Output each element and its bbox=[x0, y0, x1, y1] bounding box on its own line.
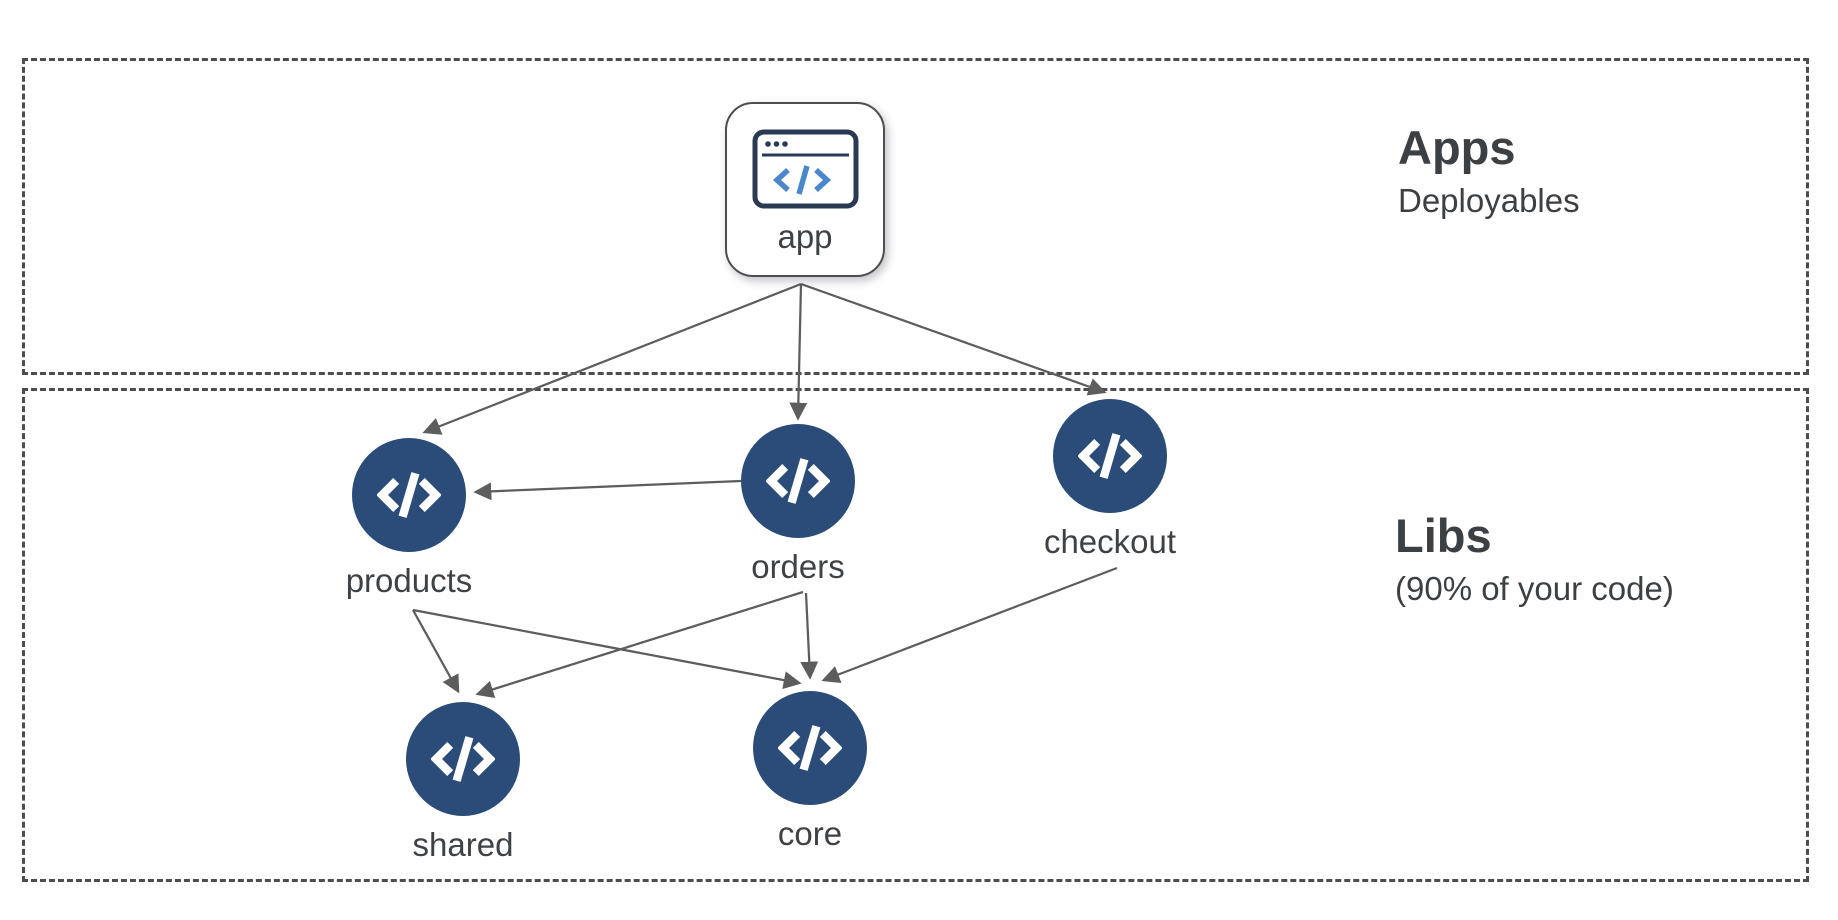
lib-node-shared: shared bbox=[373, 702, 553, 864]
lib-node-label: orders bbox=[751, 548, 845, 585]
lib-circle bbox=[406, 702, 520, 816]
libs-region-subtitle: (90% of your code) bbox=[1395, 569, 1674, 607]
lib-circle bbox=[1053, 399, 1167, 513]
lib-node-label: core bbox=[777, 815, 843, 852]
lib-node-orders: orders bbox=[708, 424, 888, 586]
browser-window-icon bbox=[752, 129, 858, 209]
apps-region-box bbox=[22, 58, 1809, 375]
code-icon bbox=[1078, 433, 1142, 479]
edge-app-products bbox=[422, 282, 802, 435]
code-icon bbox=[431, 736, 495, 782]
edge-orders-products bbox=[473, 479, 742, 501]
code-icon bbox=[766, 458, 830, 504]
app-node: app bbox=[725, 102, 885, 277]
lib-circle bbox=[753, 691, 867, 805]
edge-products-shared bbox=[412, 609, 460, 694]
edge-app-orders bbox=[789, 283, 808, 421]
lib-node-core: core bbox=[720, 691, 900, 853]
code-icon bbox=[778, 725, 842, 771]
edge-app-checkout bbox=[800, 282, 1107, 396]
edge-checkout-core bbox=[821, 566, 1118, 683]
libs-region-label: Libs (90% of your code) bbox=[1395, 510, 1674, 607]
edge-orders-shared bbox=[475, 590, 804, 699]
edge-products-core bbox=[412, 608, 802, 690]
apps-region-subtitle: Deployables bbox=[1398, 181, 1580, 219]
lib-circle bbox=[352, 438, 466, 552]
code-icon bbox=[377, 472, 441, 518]
app-node-label: app bbox=[777, 218, 833, 255]
lib-node-checkout: checkout bbox=[1020, 399, 1200, 561]
code-icon bbox=[772, 165, 831, 195]
lib-node-label: products bbox=[345, 562, 473, 599]
lib-node-label: checkout bbox=[1043, 523, 1177, 560]
apps-region-title: Apps bbox=[1398, 121, 1516, 174]
edge-orders-core bbox=[800, 592, 819, 680]
apps-region-label: Apps Deployables bbox=[1398, 122, 1580, 219]
libs-region-title: Libs bbox=[1395, 509, 1492, 562]
lib-circle bbox=[741, 424, 855, 538]
lib-node-products: products bbox=[319, 438, 499, 600]
libs-region-box bbox=[22, 388, 1809, 882]
lib-node-label: shared bbox=[412, 826, 514, 863]
